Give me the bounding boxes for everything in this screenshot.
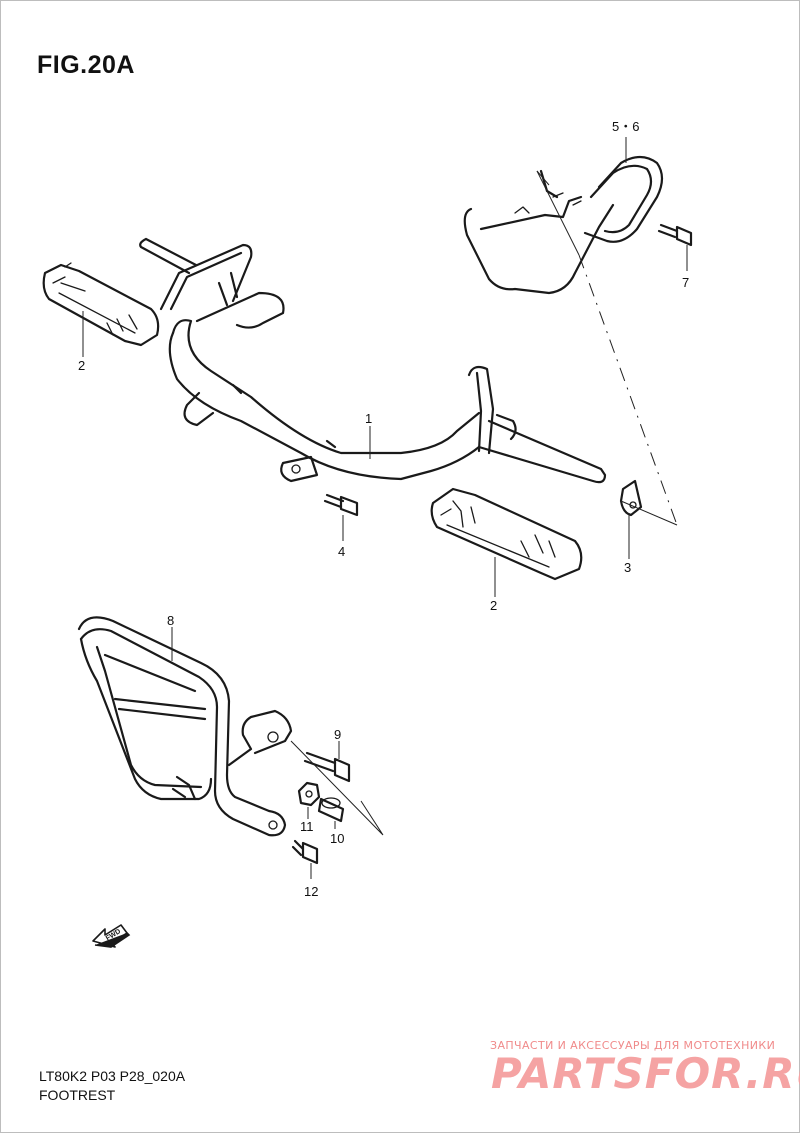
callout-12: 12 [304, 884, 318, 899]
part-2-footrest-pad-right [430, 487, 583, 581]
callout-3: 3 [624, 560, 631, 575]
figure-name: FOOTREST [39, 1087, 116, 1103]
assembly-lines [290, 170, 678, 836]
figure-code: LT80K2 P03 P28_020A [39, 1068, 186, 1084]
part-2-footrest-pad-left [42, 262, 160, 347]
callout-4: 4 [338, 544, 345, 559]
callout-8: 8 [167, 613, 174, 628]
callout-5-6: 5・6 [612, 119, 639, 134]
part-3-bracket [619, 479, 643, 517]
watermark-caption: ЗАПЧАСТИ И АКСЕССУАРЫ ДЛЯ МОТОТЕХНИКИ [490, 1039, 776, 1052]
callout-labels: 1 2 2 3 4 5・6 7 8 9 10 11 12 [78, 119, 689, 899]
callout-10: 10 [330, 831, 344, 846]
part-10-collar [317, 797, 345, 823]
callout-2-left: 2 [78, 358, 85, 373]
callout-leaders [82, 137, 688, 879]
callout-9: 9 [334, 727, 341, 742]
part-11-nut [297, 781, 321, 807]
callout-2-right: 2 [490, 598, 497, 613]
callout-7: 7 [682, 275, 689, 290]
part-8-guard [77, 616, 293, 837]
part-1-frame [139, 237, 607, 484]
part-9-bolt [303, 751, 351, 783]
part-7-bolt [657, 223, 693, 247]
part-5-6-guard [463, 155, 664, 295]
callout-11: 11 [300, 819, 314, 834]
part-4-bolt [323, 493, 359, 517]
watermark-logo: PARTSFOR.RU [491, 1049, 800, 1098]
part-12-bolt [291, 839, 319, 865]
callout-1: 1 [365, 411, 372, 426]
fwd-arrow-icon: FWD [92, 924, 131, 948]
figure-title: FIG.20A [37, 51, 135, 79]
